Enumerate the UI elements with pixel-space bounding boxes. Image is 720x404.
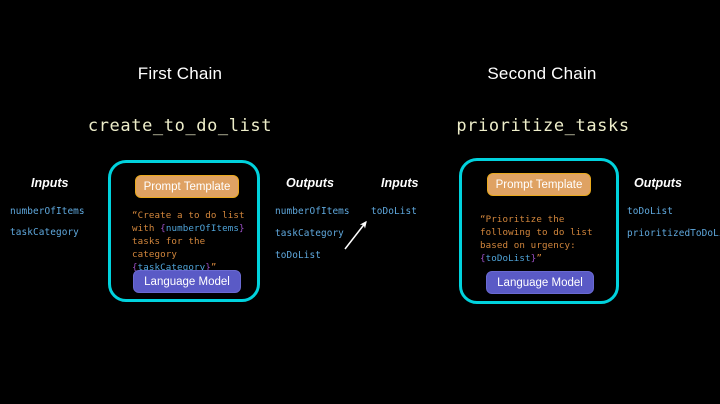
second-chain-prompt-template-node[interactable]: Prompt Template: [487, 173, 591, 196]
second-chain-prompt-string: “Prioritize the following to do list bas…: [480, 214, 593, 264]
second-chain-outputs-heading: Outputs: [634, 176, 682, 190]
first-chain-output-variable: toDoList: [275, 250, 321, 261]
first-chain-prompt-template-node[interactable]: Prompt Template: [135, 175, 239, 198]
first-chain-input-variable: numberOfItems: [10, 206, 85, 217]
second-chain-output-variable: prioritizedToDoList: [627, 228, 720, 239]
first-chain-outputs-heading: Outputs: [286, 176, 334, 190]
second-chain-output-variable: toDoList: [627, 206, 673, 217]
second-chain-language-model-node[interactable]: Language Model: [486, 271, 594, 294]
first-chain-output-variable: taskCategory: [275, 228, 344, 239]
first-chain-language-model-node[interactable]: Language Model: [133, 270, 241, 293]
second-chain-inputs-heading: Inputs: [381, 176, 419, 190]
first-chain-function-name: create_to_do_list: [87, 116, 273, 136]
second-chain-function-name: prioritize_tasks: [456, 116, 630, 136]
first-chain-output-variable: numberOfItems: [275, 206, 350, 217]
second-chain-input-variable: toDoList: [371, 206, 417, 217]
first-chain-input-variable: taskCategory: [10, 227, 79, 238]
first-chain-container: Prompt Template “Create a to do list wit…: [108, 160, 260, 302]
first-chain-inputs-heading: Inputs: [31, 176, 69, 190]
second-chain-container: Prompt Template “Prioritize the followin…: [459, 158, 619, 304]
first-chain-prompt-string: “Create a to do list with {numberOfItems…: [132, 210, 245, 273]
first-chain-title: First Chain: [137, 64, 223, 83]
second-chain-title: Second Chain: [487, 64, 597, 83]
